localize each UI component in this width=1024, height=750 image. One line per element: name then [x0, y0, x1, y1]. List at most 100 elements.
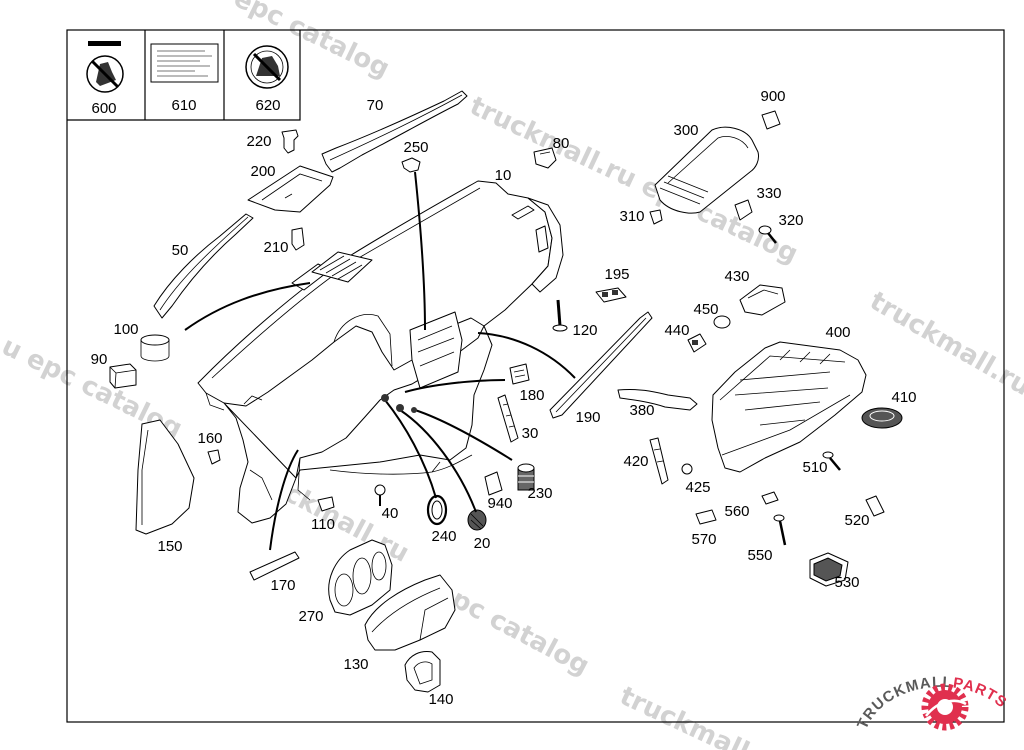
part-10-drawing: 10 — [197, 167, 564, 524]
callout-250: 250 — [403, 139, 428, 156]
callout-620: 620 — [255, 97, 280, 114]
watermark-text: truckmall.ru — [615, 681, 791, 750]
callout-410: 410 — [891, 389, 916, 406]
part-100-drawing: 100 — [113, 321, 170, 362]
callout-610: 610 — [171, 97, 196, 114]
callout-240: 240 — [431, 528, 456, 545]
part-120-drawing: 120 — [552, 299, 598, 339]
warning-label-600-icon — [86, 41, 124, 93]
callout-130: 130 — [343, 656, 368, 673]
part-560-drawing: 560 — [724, 491, 779, 520]
part-150-drawing: 150 — [135, 419, 195, 555]
inset-box: 600 610 620 — [67, 30, 301, 121]
callout-30: 30 — [522, 425, 539, 442]
callout-550: 550 — [747, 547, 772, 564]
part-130-drawing: 130 — [343, 574, 456, 673]
part-900-drawing: 900 — [760, 88, 786, 130]
callout-180: 180 — [519, 387, 544, 404]
callout-10: 10 — [495, 167, 512, 184]
part-330-drawing: 330 — [734, 185, 782, 221]
callout-560: 560 — [724, 503, 749, 520]
part-160-drawing: 160 — [197, 430, 223, 465]
part-180-drawing: 180 — [509, 363, 545, 404]
callout-330: 330 — [756, 185, 781, 202]
part-200-drawing: 200 — [247, 163, 334, 213]
callout-160: 160 — [197, 430, 222, 447]
callout-80: 80 — [553, 135, 570, 152]
callout-510: 510 — [802, 459, 827, 476]
callout-220: 220 — [246, 133, 271, 150]
part-230-drawing: 230 — [517, 463, 553, 502]
callout-40: 40 — [382, 505, 399, 522]
callout-600: 600 — [91, 100, 116, 117]
callout-520: 520 — [844, 512, 869, 529]
callout-400: 400 — [825, 324, 850, 341]
part-30-drawing: 30 — [497, 394, 539, 443]
callout-310: 310 — [619, 208, 644, 225]
diagram-frame — [66, 29, 1005, 723]
callout-420: 420 — [623, 453, 648, 470]
watermark-text: truckmall.ru e — [865, 286, 1024, 415]
callout-430: 430 — [724, 268, 749, 285]
warning-label-610-icon — [150, 43, 219, 83]
part-520-drawing: 520 — [844, 495, 885, 529]
part-190-drawing: 190 — [549, 311, 653, 426]
watermark-text: epc catalog — [431, 576, 594, 682]
part-450-drawing: 450 — [693, 301, 731, 329]
callout-380: 380 — [629, 402, 654, 419]
part-80-drawing: 80 — [533, 135, 570, 169]
part-550-drawing: 550 — [747, 514, 787, 564]
callout-100: 100 — [113, 321, 138, 338]
part-170-drawing: 170 — [249, 551, 300, 594]
part-310-drawing: 310 — [619, 208, 663, 225]
part-420-drawing: 420 — [623, 437, 669, 485]
part-940-drawing: 940 — [484, 471, 513, 512]
part-425-drawing: 425 — [681, 463, 711, 496]
part-20-drawing: 20 — [467, 509, 491, 552]
callout-70: 70 — [367, 97, 384, 114]
part-510-drawing: 510 — [802, 451, 841, 476]
callout-20: 20 — [474, 535, 491, 552]
part-430-drawing: 430 — [724, 268, 786, 316]
callout-200: 200 — [250, 163, 275, 180]
callout-195: 195 — [604, 266, 629, 283]
part-90-drawing: 90 — [91, 351, 137, 389]
callout-450: 450 — [693, 301, 718, 318]
callout-110: 110 — [311, 516, 335, 533]
truckmallparts-logo: TRUCKMALLPARTS — [854, 674, 1009, 732]
callout-300: 300 — [673, 122, 698, 139]
callout-940: 940 — [487, 495, 512, 512]
part-530-drawing: 530 — [809, 552, 860, 591]
part-410-drawing: 410 — [861, 389, 917, 429]
part-250-drawing: 250 — [401, 139, 429, 173]
callout-530: 530 — [834, 574, 859, 591]
callout-150: 150 — [157, 538, 182, 555]
part-140-drawing: 140 — [404, 651, 454, 708]
callout-230: 230 — [527, 485, 552, 502]
warning-label-620-icon — [245, 45, 289, 89]
part-240-drawing: 240 — [426, 494, 457, 545]
callout-425: 425 — [685, 479, 710, 496]
callout-570: 570 — [691, 531, 716, 548]
part-210-drawing: 210 — [263, 227, 305, 256]
leader-lines — [184, 171, 576, 551]
part-70-drawing: 70 — [321, 90, 468, 173]
callout-190: 190 — [575, 409, 600, 426]
part-270-drawing: 270 — [298, 539, 393, 625]
callout-210: 210 — [263, 239, 288, 256]
part-110-drawing: 110 — [311, 496, 335, 533]
callout-320: 320 — [778, 212, 803, 229]
part-440-drawing: 440 — [664, 322, 707, 353]
part-380-drawing: 380 — [617, 389, 698, 419]
part-220-drawing: 220 — [246, 129, 299, 154]
callout-90: 90 — [91, 351, 108, 368]
part-320-drawing: 320 — [758, 212, 804, 244]
callout-140: 140 — [428, 691, 453, 708]
callout-900: 900 — [760, 88, 785, 105]
part-300-drawing: 300 — [654, 122, 759, 214]
part-195-drawing: 195 — [595, 266, 630, 303]
callout-170: 170 — [270, 577, 295, 594]
part-40-drawing: 40 — [374, 484, 399, 522]
callout-120: 120 — [572, 322, 597, 339]
